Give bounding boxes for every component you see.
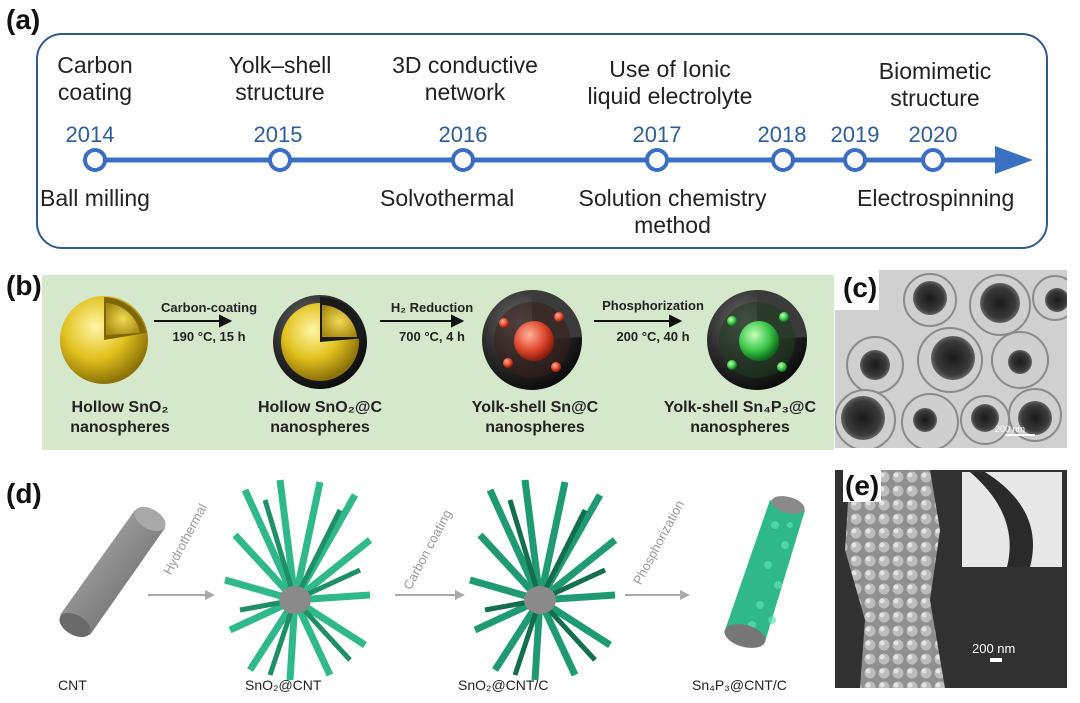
step-h2-reduction-name: H₂ Reduction — [390, 300, 474, 315]
year-2017: 2017 — [632, 122, 682, 147]
panel-c-scale-text: 200 nm — [995, 424, 1026, 434]
caption-hollow-sno2-c-line1: Hollow SnO₂@C — [257, 399, 383, 416]
arrow-head-hydrothermal — [205, 590, 215, 600]
timeline-node-2014 — [83, 148, 107, 172]
caption-yolk-shell-sn4p3-c-line1: Yolk-shell Sn₄P₃@C — [663, 399, 817, 416]
timeline-svg — [83, 146, 1033, 174]
panel-e-sem-image — [835, 470, 1067, 688]
caption-hollow-sno2: Hollow SnO₂ nanospheres — [45, 398, 195, 438]
panel-e-label: (e) — [843, 470, 882, 502]
sn4p3-cnt-c-tube — [724, 496, 805, 648]
caption-hollow-sno2-line1: Hollow SnO₂ — [71, 399, 169, 416]
step-phosphorization-condition: 200 °C, 40 h — [616, 329, 690, 344]
panel-a-label: (a) — [6, 4, 41, 35]
timeline-arrowhead — [995, 146, 1033, 174]
panel-d-schematic — [59, 479, 805, 681]
panel-b-background — [42, 275, 834, 450]
bottom-label-ball-milling: Ball milling — [40, 185, 150, 211]
panel-d-label: (d) — [6, 478, 42, 509]
yolk-shell-sn-c-sphere — [482, 289, 582, 390]
panel-c-tem-image — [835, 270, 1067, 448]
step-carbon-coating-condition: 190 °C, 15 h — [172, 329, 246, 344]
step-carbon-coating-name: Carbon-coating — [160, 300, 258, 315]
timeline-node-2020 — [921, 148, 945, 172]
caption-hollow-sno2-line2: nanospheres — [70, 419, 170, 436]
panel-b-label: (b) — [6, 270, 42, 301]
caption-yolk-shell-sn-c: Yolk-shell Sn@C nanospheres — [455, 398, 615, 438]
yolk-shell-sn4p3-c-sphere — [707, 289, 807, 390]
arrow-head-step-3 — [669, 314, 683, 328]
arrow-head-step-1 — [219, 314, 233, 328]
year-2020: 2020 — [908, 122, 958, 147]
caption-yolk-shell-sn-c-line2: nanospheres — [485, 419, 585, 436]
caption-hollow-sno2-c: Hollow SnO₂@C nanospheres — [240, 398, 400, 438]
step-phosphorization-name: Phosphorization — [602, 298, 704, 313]
hollow-sno2-sphere — [60, 296, 148, 384]
step-h2-reduction-condition: 700 °C, 4 h — [399, 329, 465, 344]
bottom-label-electrospinning: Electrospinning — [857, 185, 1015, 211]
sno2-cnt-c-brush — [469, 479, 618, 681]
caption-yolk-shell-sn4p3-c-line2: nanospheres — [690, 419, 790, 436]
year-2016: 2016 — [438, 122, 488, 147]
timeline-node-2016 — [451, 148, 475, 172]
caption-yolk-shell-sn4p3-c: Yolk-shell Sn₄P₃@C nanospheres — [650, 398, 830, 438]
cnt-rod — [59, 506, 166, 638]
caption-yolk-shell-sn-c-line1: Yolk-shell Sn@C — [471, 399, 599, 416]
panel-e-scale-text: 200 nm — [972, 641, 1016, 656]
caption-sn4p3-cnt-c: Sn₄P₃@CNT/C — [692, 677, 787, 693]
year-2014: 2014 — [65, 122, 115, 147]
caption-hollow-sno2-c-line2: nanospheres — [270, 419, 370, 436]
arrow-head-carbon-coating — [455, 590, 465, 600]
caption-sno2-cnt-c: SnO₂@CNT/C — [458, 677, 549, 693]
sno2-cnt-brush — [224, 479, 373, 681]
arrow-head-phosphorization — [680, 590, 690, 600]
timeline-node-2019 — [843, 148, 867, 172]
hollow-sno2-c-sphere — [273, 295, 367, 389]
timeline-node-2015 — [268, 148, 292, 172]
panel-a-frame — [36, 33, 1048, 249]
timeline-node-2018 — [771, 148, 795, 172]
panel-c-label: (c) — [843, 272, 878, 303]
bottom-label-solvothermal: Solvothermal — [380, 185, 515, 211]
year-2015: 2015 — [253, 122, 303, 147]
caption-sno2-cnt: SnO₂@CNT — [245, 677, 322, 693]
caption-cnt: CNT — [58, 677, 87, 693]
timeline-node-2017 — [645, 148, 669, 172]
arrow-head-step-2 — [451, 314, 465, 328]
year-2018: 2018 — [757, 122, 807, 147]
year-2019: 2019 — [830, 122, 880, 147]
panel-b-schematic — [60, 289, 807, 390]
